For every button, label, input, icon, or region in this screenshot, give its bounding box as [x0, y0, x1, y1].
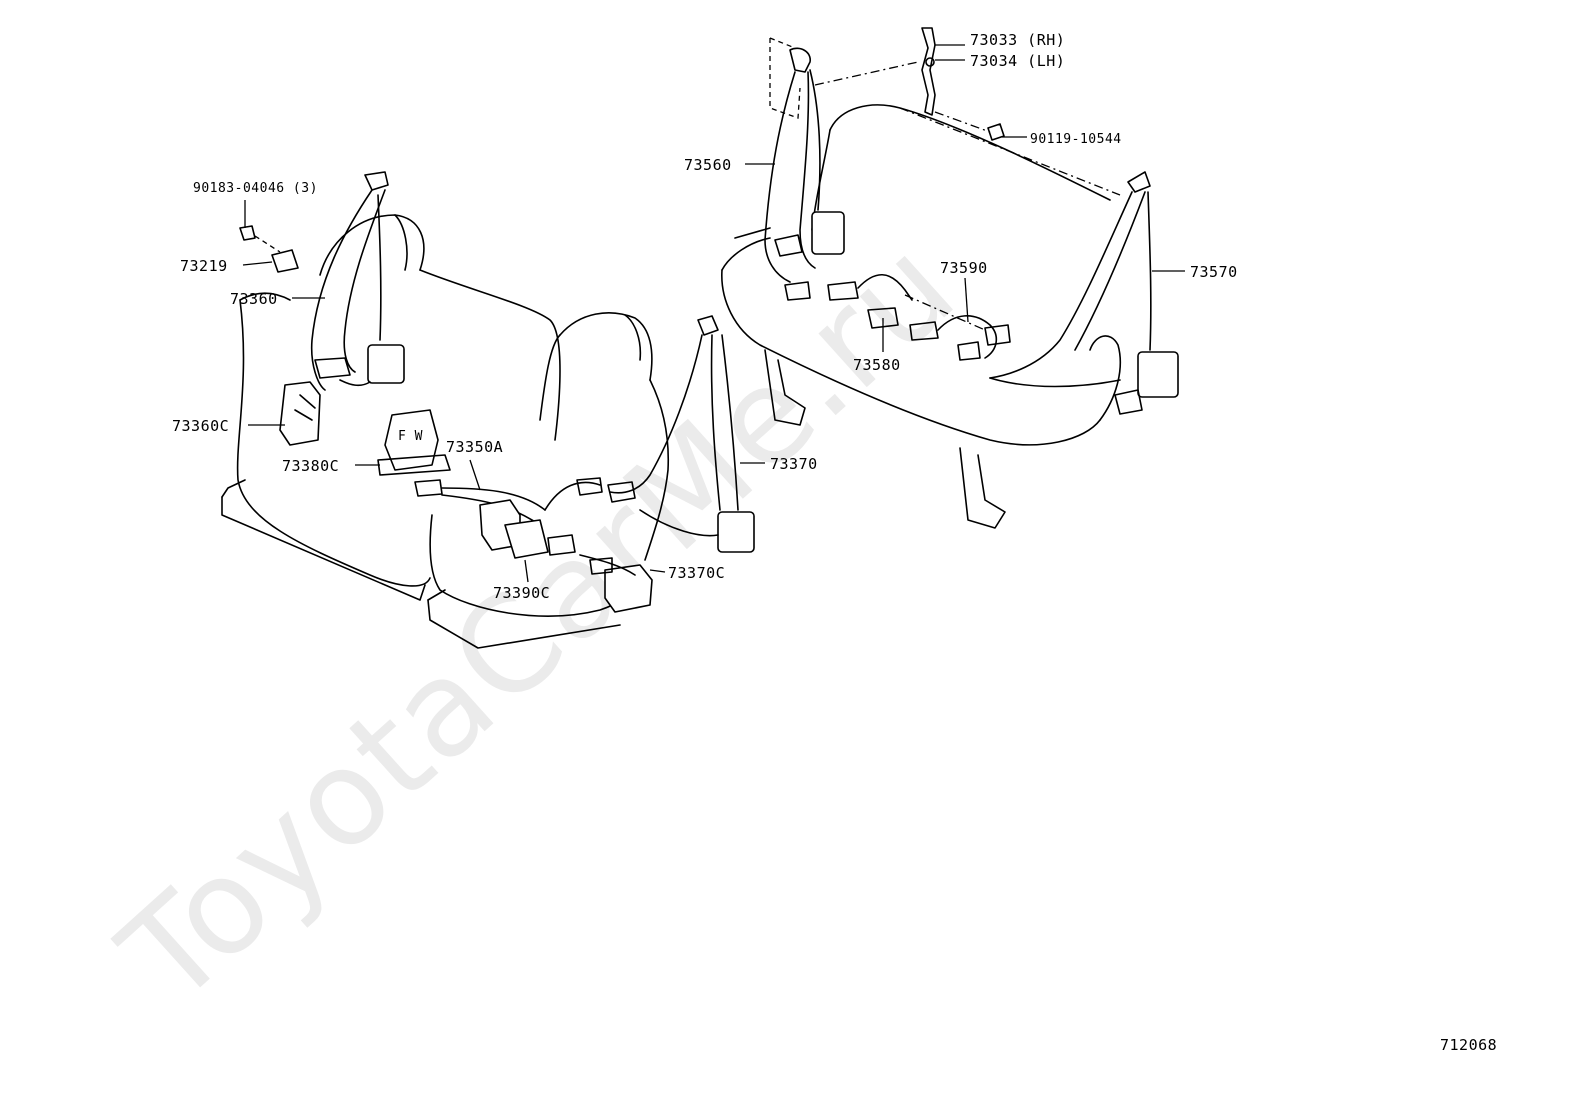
rear-bench-seat	[721, 104, 1122, 529]
part-label-73350a: 73350A	[446, 438, 503, 456]
rear-right-seat-belt	[899, 107, 1179, 415]
part-label-73360c: 73360C	[172, 417, 229, 435]
front-buckles: F W	[279, 381, 653, 613]
part-label-73034: 73034 (LH)	[970, 52, 1065, 70]
front-right-seat-belt	[607, 315, 755, 553]
front-left-seat	[221, 214, 561, 601]
watermark-text: ToyotaCarMe.ru	[93, 210, 985, 1035]
part-labels: 73033 (RH) 73034 (LH) 90119-10544 73560 …	[172, 31, 1238, 602]
part-label-73570: 73570	[1190, 263, 1238, 281]
part-label-73370: 73370	[770, 455, 818, 473]
clip-and-cover	[239, 225, 299, 273]
front-left-seat-belt	[310, 171, 405, 391]
part-label-73590: 73590	[940, 259, 988, 277]
part-label-73033: 73033 (RH)	[970, 31, 1065, 49]
part-label-73370c: 73370C	[668, 564, 725, 582]
leader-lines	[242, 44, 1185, 583]
part-label-73390c: 73390C	[493, 584, 550, 602]
part-label-73219: 73219	[180, 257, 228, 275]
part-label-73380c: 73380C	[282, 457, 339, 475]
part-label-90119-10544: 90119-10544	[1030, 132, 1122, 147]
bracket-fw-mark: F W	[398, 429, 423, 444]
part-label-73580: 73580	[853, 356, 901, 374]
figure-id: 712068	[1440, 1036, 1497, 1054]
part-label-73360: 73360	[230, 290, 278, 308]
part-label-90183-04046: 90183-04046 (3)	[193, 181, 318, 196]
rear-left-seat-belt	[764, 37, 919, 301]
shoulder-anchor-bracket	[921, 27, 1005, 141]
part-label-73560: 73560	[684, 156, 732, 174]
rear-center-belt-buckles	[827, 274, 1011, 361]
